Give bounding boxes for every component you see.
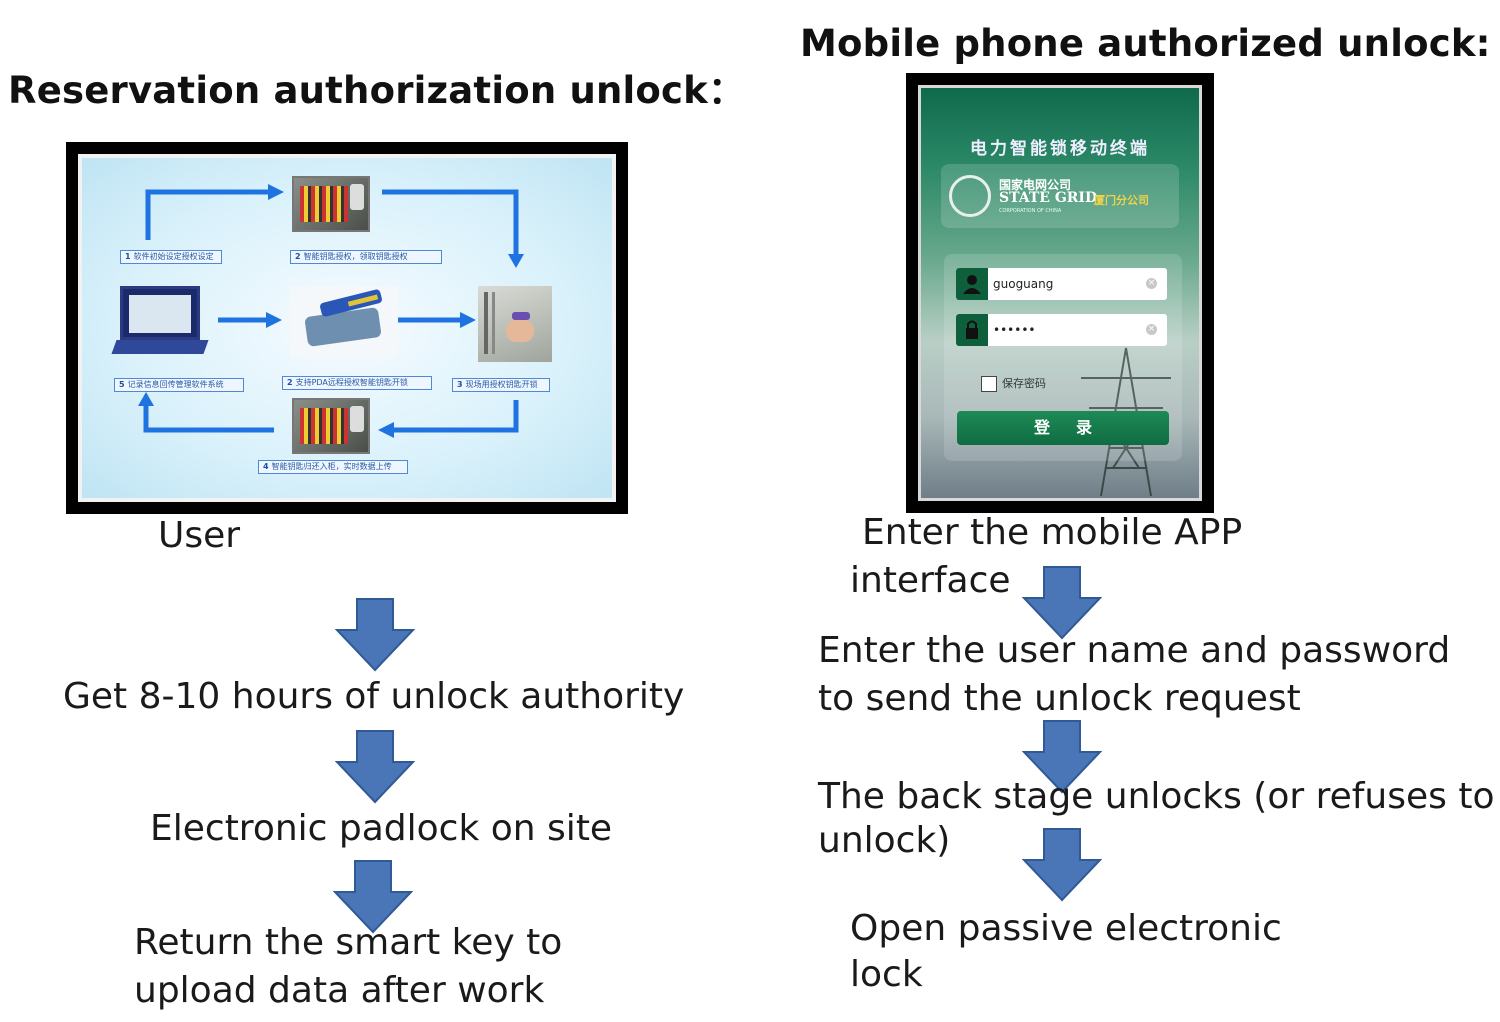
lock-icon: [956, 314, 988, 346]
state-grid-logo-icon: [949, 175, 991, 217]
down-arrow-icon: [335, 730, 415, 804]
key-cabinet-top-image: [292, 176, 370, 232]
right-step-1-line-2: interface: [850, 560, 1011, 601]
left-heading: Reservation authorization unlock：: [8, 69, 746, 112]
down-arrow-icon: [1022, 828, 1102, 902]
user-label: User: [158, 515, 241, 556]
right-step-3-line-2: unlock): [818, 820, 951, 861]
checkbox-icon[interactable]: [981, 376, 997, 392]
key-cabinet-bottom-image: [292, 398, 370, 454]
flow-arrow-2: [382, 189, 519, 256]
down-arrow-icon: [333, 860, 413, 934]
mobile-app-frame: 电力智能锁移动终端 国家电网公司 STATE GRID CORPORATION …: [906, 73, 1214, 513]
right-step-2-line-1: Enter the user name and password: [818, 630, 1451, 671]
flow-arrow-1: [145, 189, 270, 240]
mobile-app-screen: 电力智能锁移动终端 国家电网公司 STATE GRID CORPORATION …: [918, 85, 1202, 501]
password-value: ••••••: [993, 323, 1036, 337]
username-field[interactable]: guoguang ×: [956, 268, 1167, 300]
diagram-flow-arrows: [138, 184, 524, 438]
company-name-cn: 国家电网公司: [999, 178, 1072, 192]
clear-username-icon[interactable]: ×: [1146, 278, 1157, 289]
right-step-2-line-2: to send the unlock request: [818, 678, 1301, 719]
right-step-3-line-1: The back stage unlocks (or refuses to: [818, 776, 1495, 817]
down-arrow-icon: [1022, 566, 1102, 640]
remember-password-checkbox[interactable]: 保存密码: [981, 375, 1046, 392]
branch-name: 厦门分公司: [1094, 194, 1149, 207]
right-step-4-line-1: Open passive electronic: [850, 908, 1282, 949]
left-step-2: Electronic padlock on site: [150, 808, 613, 849]
flow-arrow-5: [392, 400, 519, 433]
username-value: guoguang: [993, 277, 1054, 291]
right-step-4-line-2: lock: [850, 954, 923, 995]
password-field[interactable]: •••••• ×: [956, 314, 1167, 346]
right-heading: Mobile phone authorized unlock:: [800, 22, 1491, 65]
remember-password-label: 保存密码: [1002, 377, 1046, 390]
power-tower-icon: [1081, 347, 1171, 497]
login-button[interactable]: 登录: [957, 411, 1169, 445]
company-name-en: STATE GRID: [999, 190, 1098, 206]
flow-arrow-6: [143, 404, 274, 433]
left-step-3-line-2: upload data after work: [134, 970, 545, 1011]
clear-password-icon[interactable]: ×: [1146, 324, 1157, 335]
down-arrow-icon: [1022, 720, 1102, 794]
right-step-1-line-1: Enter the mobile APP: [862, 512, 1243, 553]
smart-key-pda-image: [290, 286, 398, 358]
down-arrow-icon: [335, 598, 415, 672]
company-logo-panel: 国家电网公司 STATE GRID CORPORATION OF CHINA 厦…: [941, 164, 1179, 228]
company-subtitle: CORPORATION OF CHINA: [999, 208, 1062, 214]
left-step-3-line-1: Return the smart key to: [134, 922, 563, 963]
field-unlock-image: [478, 286, 552, 362]
laptop-image: [111, 286, 209, 358]
left-step-1: Get 8-10 hours of unlock authority: [63, 676, 685, 717]
app-title: 电力智能锁移动终端: [970, 139, 1150, 159]
user-icon: [956, 268, 988, 300]
